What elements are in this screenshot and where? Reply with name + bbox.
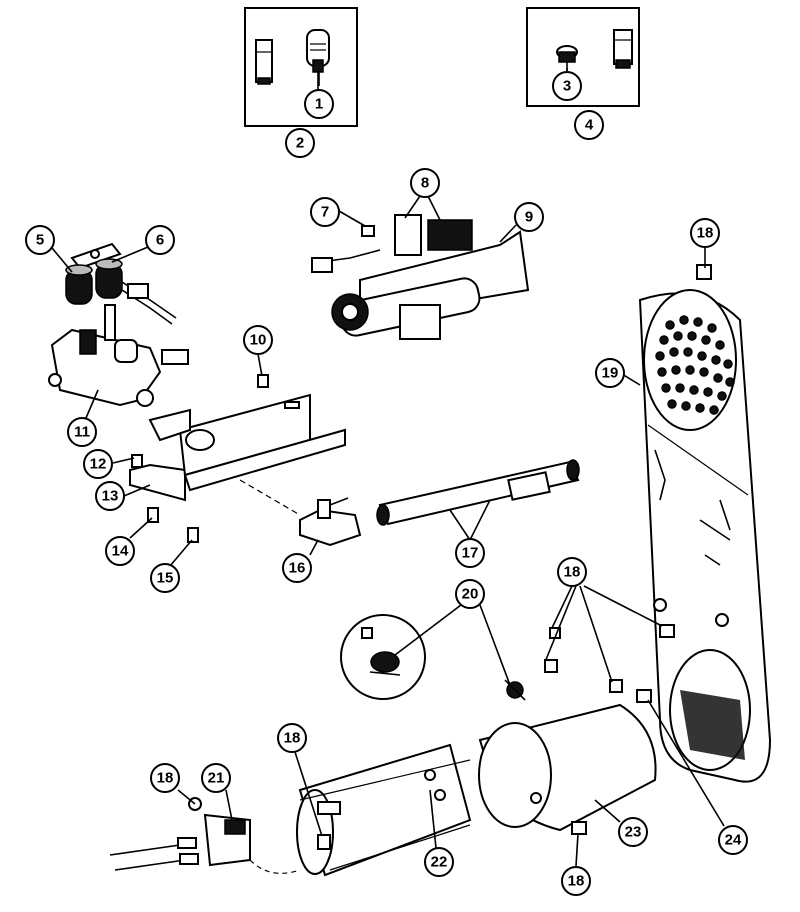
callout-18-sensor: 18: [150, 763, 180, 793]
callout-label: 13: [102, 488, 119, 505]
callout-label: 11: [74, 424, 90, 441]
callout-18-mid: 18: [557, 557, 587, 587]
callout-label: 18: [697, 225, 714, 242]
thermostat-inset: [340, 614, 526, 701]
callout-21: 21: [201, 763, 231, 793]
callout-2: 2: [285, 128, 315, 158]
callout-label: 17: [462, 545, 479, 562]
callout-label: 4: [585, 117, 594, 134]
leader-lines: [51, 68, 725, 867]
callout-label: 22: [431, 854, 448, 871]
callout-label: 5: [36, 232, 44, 249]
callout-label: 15: [157, 570, 174, 587]
igniter-assembly: [311, 214, 530, 340]
callout-22: 22: [424, 847, 454, 877]
callout-6: 6: [145, 225, 175, 255]
callout-9: 9: [514, 202, 544, 232]
callout-label: 20: [462, 586, 479, 603]
callout-label: 10: [250, 332, 267, 349]
inset-box-2: [244, 7, 358, 127]
burner-housing-panel: [638, 289, 772, 783]
gas-valve-assembly: [48, 242, 189, 407]
callout-24: 24: [718, 825, 748, 855]
callout-19: 19: [595, 358, 625, 388]
callout-label: 23: [625, 824, 642, 841]
inset-box-4: [526, 7, 640, 107]
callout-20: 20: [455, 579, 485, 609]
panel-perforations: [655, 315, 735, 415]
gas-fitting: [299, 497, 362, 547]
callout-label: 14: [112, 543, 129, 560]
callout-10: 10: [243, 325, 273, 355]
callout-5: 5: [25, 225, 55, 255]
callout-3: 3: [552, 71, 582, 101]
callout-label: 21: [208, 770, 225, 787]
callout-18-chamber: 18: [277, 723, 307, 753]
mounting-screws: [131, 225, 712, 850]
callout-13: 13: [95, 481, 125, 511]
callout-label: 3: [563, 78, 571, 95]
callout-label: 6: [156, 232, 164, 249]
callout-18-top: 18: [690, 218, 720, 248]
callout-label: 19: [602, 365, 619, 382]
callout-label: 24: [725, 832, 742, 849]
flame-sensor: [109, 797, 301, 874]
callout-18-bottom: 18: [561, 866, 591, 896]
callout-11: 11: [67, 417, 97, 447]
callout-8: 8: [410, 168, 440, 198]
callout-12: 12: [83, 449, 113, 479]
callout-label: 12: [90, 456, 107, 473]
callout-label: 18: [157, 770, 174, 787]
callout-15: 15: [150, 563, 180, 593]
callout-14: 14: [105, 536, 135, 566]
callout-4: 4: [574, 110, 604, 140]
combustion-chamber: [296, 703, 657, 877]
gas-pipe: [239, 459, 580, 526]
callout-16: 16: [282, 553, 312, 583]
callout-label: 18: [568, 873, 585, 890]
callout-label: 18: [284, 730, 301, 747]
callout-label: 16: [289, 560, 306, 577]
callout-label: 18: [564, 564, 581, 581]
callout-label: 2: [296, 135, 304, 152]
callout-label: 7: [321, 204, 329, 221]
callout-23: 23: [618, 817, 648, 847]
callout-label: 8: [421, 175, 429, 192]
callout-17: 17: [455, 538, 485, 568]
burner-bracket: [129, 393, 346, 502]
callout-7: 7: [310, 197, 340, 227]
callout-label: 1: [315, 96, 323, 113]
callout-1: 1: [304, 89, 334, 119]
callout-label: 9: [525, 209, 533, 226]
